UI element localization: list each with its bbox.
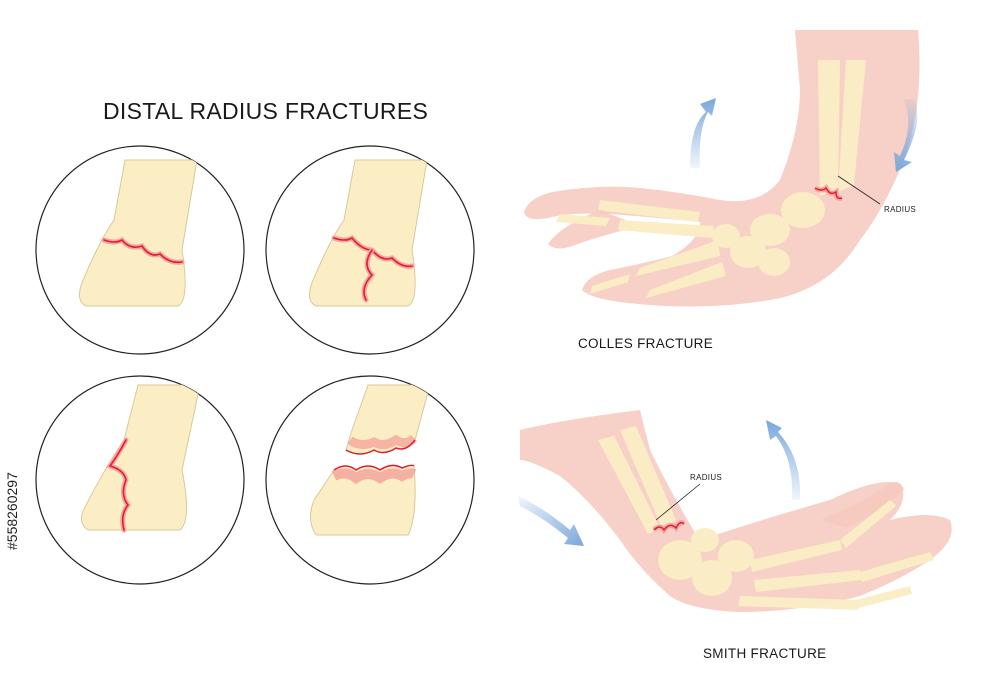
fracture-circle-transverse (35, 145, 245, 355)
radius-bone-shape (81, 384, 201, 531)
radius-leader-line (655, 483, 701, 521)
radius-label: RADIUS (690, 473, 722, 482)
thumb-skin (548, 210, 640, 249)
colles-fracture-illustration: RADIUS (524, 30, 920, 307)
diagram-title: DISTAL RADIUS FRACTURES (103, 98, 429, 124)
bones-group (556, 60, 866, 298)
smith-fracture-illustration: RADIUS (518, 410, 952, 612)
forearm-skin (520, 410, 952, 612)
fracture-circle-comminuted (265, 145, 475, 355)
radius-bone-shape (309, 159, 428, 307)
arrow-down-right-icon (518, 496, 584, 546)
smith-fracture-caption: SMITH FRACTURE (703, 646, 827, 661)
bones-group (598, 426, 934, 610)
arrow-up-icon (690, 98, 716, 168)
fracture-circle-oblique (35, 375, 245, 585)
radius-label: RADIUS (884, 205, 916, 214)
arrow-up-icon (766, 420, 801, 500)
finger-skin (820, 482, 904, 528)
radius-leader-line (837, 175, 881, 205)
fracture-circle-displaced (265, 375, 475, 585)
arrow-down-icon (894, 98, 918, 172)
colles-fracture-caption: COLLES FRACTURE (578, 336, 714, 351)
stock-id-watermark: #558260297 (4, 472, 20, 550)
